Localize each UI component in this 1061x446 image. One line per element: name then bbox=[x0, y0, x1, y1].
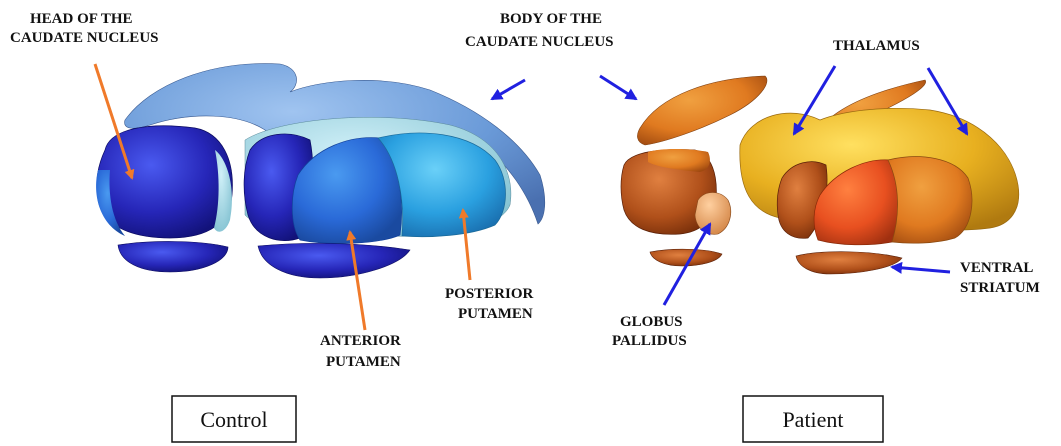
patient-box: Patient bbox=[743, 396, 883, 442]
arrow-ventral-striatum bbox=[892, 267, 950, 272]
control-label: Control bbox=[200, 407, 267, 432]
control-ventral-striatum-right bbox=[258, 243, 410, 278]
label-body-caudate-line1: BODY OF THE bbox=[500, 11, 602, 27]
label-anterior-putamen-line1: ANTERIOR bbox=[320, 333, 401, 349]
label-anterior-putamen-line2: PUTAMEN bbox=[326, 354, 401, 370]
label-posterior-putamen-line1: POSTERIOR bbox=[445, 286, 534, 302]
patient-label: Patient bbox=[782, 407, 843, 432]
control-brain-model bbox=[96, 64, 545, 278]
control-box: Control bbox=[172, 396, 296, 442]
label-head-caudate-line1: HEAD OF THE bbox=[30, 11, 133, 27]
label-globus-pallidus-line1: GLOBUS bbox=[620, 314, 683, 330]
patient-posterior-putamen bbox=[888, 157, 972, 244]
patient-brain-model bbox=[621, 76, 1019, 274]
arrow-body-caudate-control bbox=[492, 80, 525, 99]
label-ventral-striatum-line2: STRIATUM bbox=[960, 280, 1040, 296]
control-ventral-striatum-left bbox=[118, 241, 228, 272]
label-head-caudate-line2: CAUDATE NUCLEUS bbox=[10, 30, 159, 46]
label-posterior-putamen-line2: PUTAMEN bbox=[458, 306, 533, 322]
label-globus-pallidus-line2: PALLIDUS bbox=[612, 333, 687, 349]
patient-globus-pallidus bbox=[695, 193, 731, 235]
patient-ventral-striatum-right bbox=[796, 252, 902, 274]
label-thalamus: THALAMUS bbox=[833, 38, 920, 54]
label-ventral-striatum-line1: VENTRAL bbox=[960, 260, 1033, 276]
arrow-body-caudate-patient bbox=[600, 76, 636, 99]
label-body-caudate-line2: CAUDATE NUCLEUS bbox=[465, 34, 614, 50]
control-left-caudate-head bbox=[97, 126, 233, 238]
